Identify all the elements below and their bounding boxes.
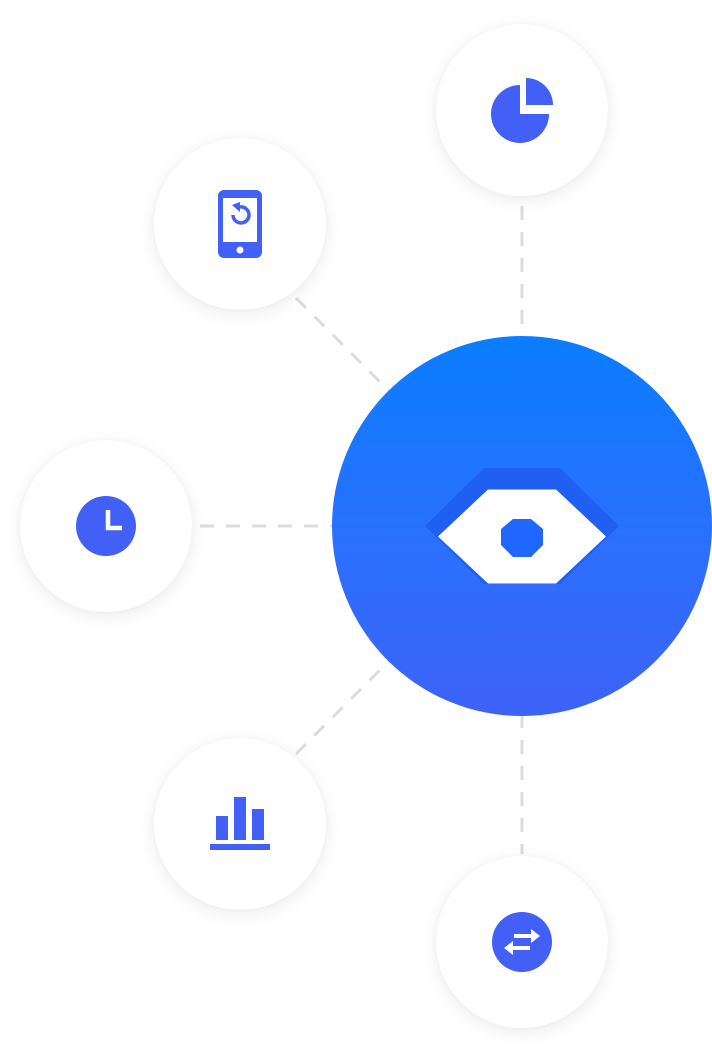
node-mobile-sync bbox=[154, 138, 326, 310]
node-pie-chart bbox=[436, 24, 608, 196]
connector-bars bbox=[294, 658, 392, 756]
bar-chart-icon bbox=[210, 797, 270, 850]
connector-mobile bbox=[294, 296, 392, 394]
exchange-icon bbox=[492, 912, 552, 972]
node-bar-chart bbox=[154, 738, 326, 910]
node-exchange bbox=[436, 856, 608, 1028]
pie-chart-icon bbox=[491, 78, 553, 143]
eye-icon bbox=[425, 468, 619, 584]
node-clock bbox=[20, 440, 192, 612]
clock-icon bbox=[76, 496, 136, 556]
central-eye-hub bbox=[332, 336, 712, 716]
mobile-sync-icon bbox=[218, 190, 262, 258]
